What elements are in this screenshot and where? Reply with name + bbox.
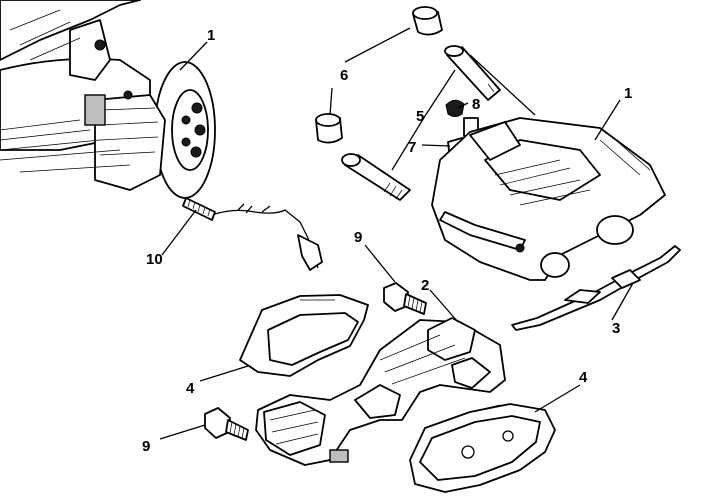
brake-pad-inner bbox=[239, 294, 369, 377]
callout-4-outer: 4 bbox=[579, 369, 588, 386]
pin-boot-upper bbox=[412, 6, 443, 36]
callout-5: 5 bbox=[416, 108, 424, 125]
anti-rattle-spring bbox=[511, 245, 681, 331]
callout-4-inner: 4 bbox=[186, 380, 195, 397]
pin-boot-lower bbox=[315, 113, 343, 144]
bleeder-cap bbox=[445, 99, 465, 117]
callout-10: 10 bbox=[146, 251, 163, 268]
callout-1-hub: 1 bbox=[207, 27, 215, 44]
brake-pad-outer bbox=[409, 403, 556, 493]
callout-9-upper: 9 bbox=[354, 229, 362, 246]
guide-pin-lower bbox=[341, 153, 411, 201]
installed-brake-assembly bbox=[0, 0, 216, 199]
caliper-housing bbox=[431, 117, 666, 281]
callout-8: 8 bbox=[472, 96, 480, 113]
caliper-bolt-lower bbox=[204, 407, 249, 441]
callout-9-lower: 9 bbox=[142, 438, 150, 455]
caliper-bolt-upper bbox=[383, 282, 427, 315]
callout-labels: 1 1 6 5 8 7 9 2 3 4 4 9 10 bbox=[142, 27, 632, 455]
callout-1-caliper: 1 bbox=[624, 85, 632, 102]
callout-2: 2 bbox=[421, 277, 429, 294]
leader-lines bbox=[159, 27, 634, 440]
guide-pin-upper bbox=[444, 45, 501, 101]
callout-3: 3 bbox=[612, 320, 620, 337]
caliper-support-bracket bbox=[255, 317, 506, 466]
callout-7: 7 bbox=[408, 139, 416, 156]
callout-6: 6 bbox=[340, 67, 348, 84]
wear-sensor-wire bbox=[182, 197, 323, 271]
